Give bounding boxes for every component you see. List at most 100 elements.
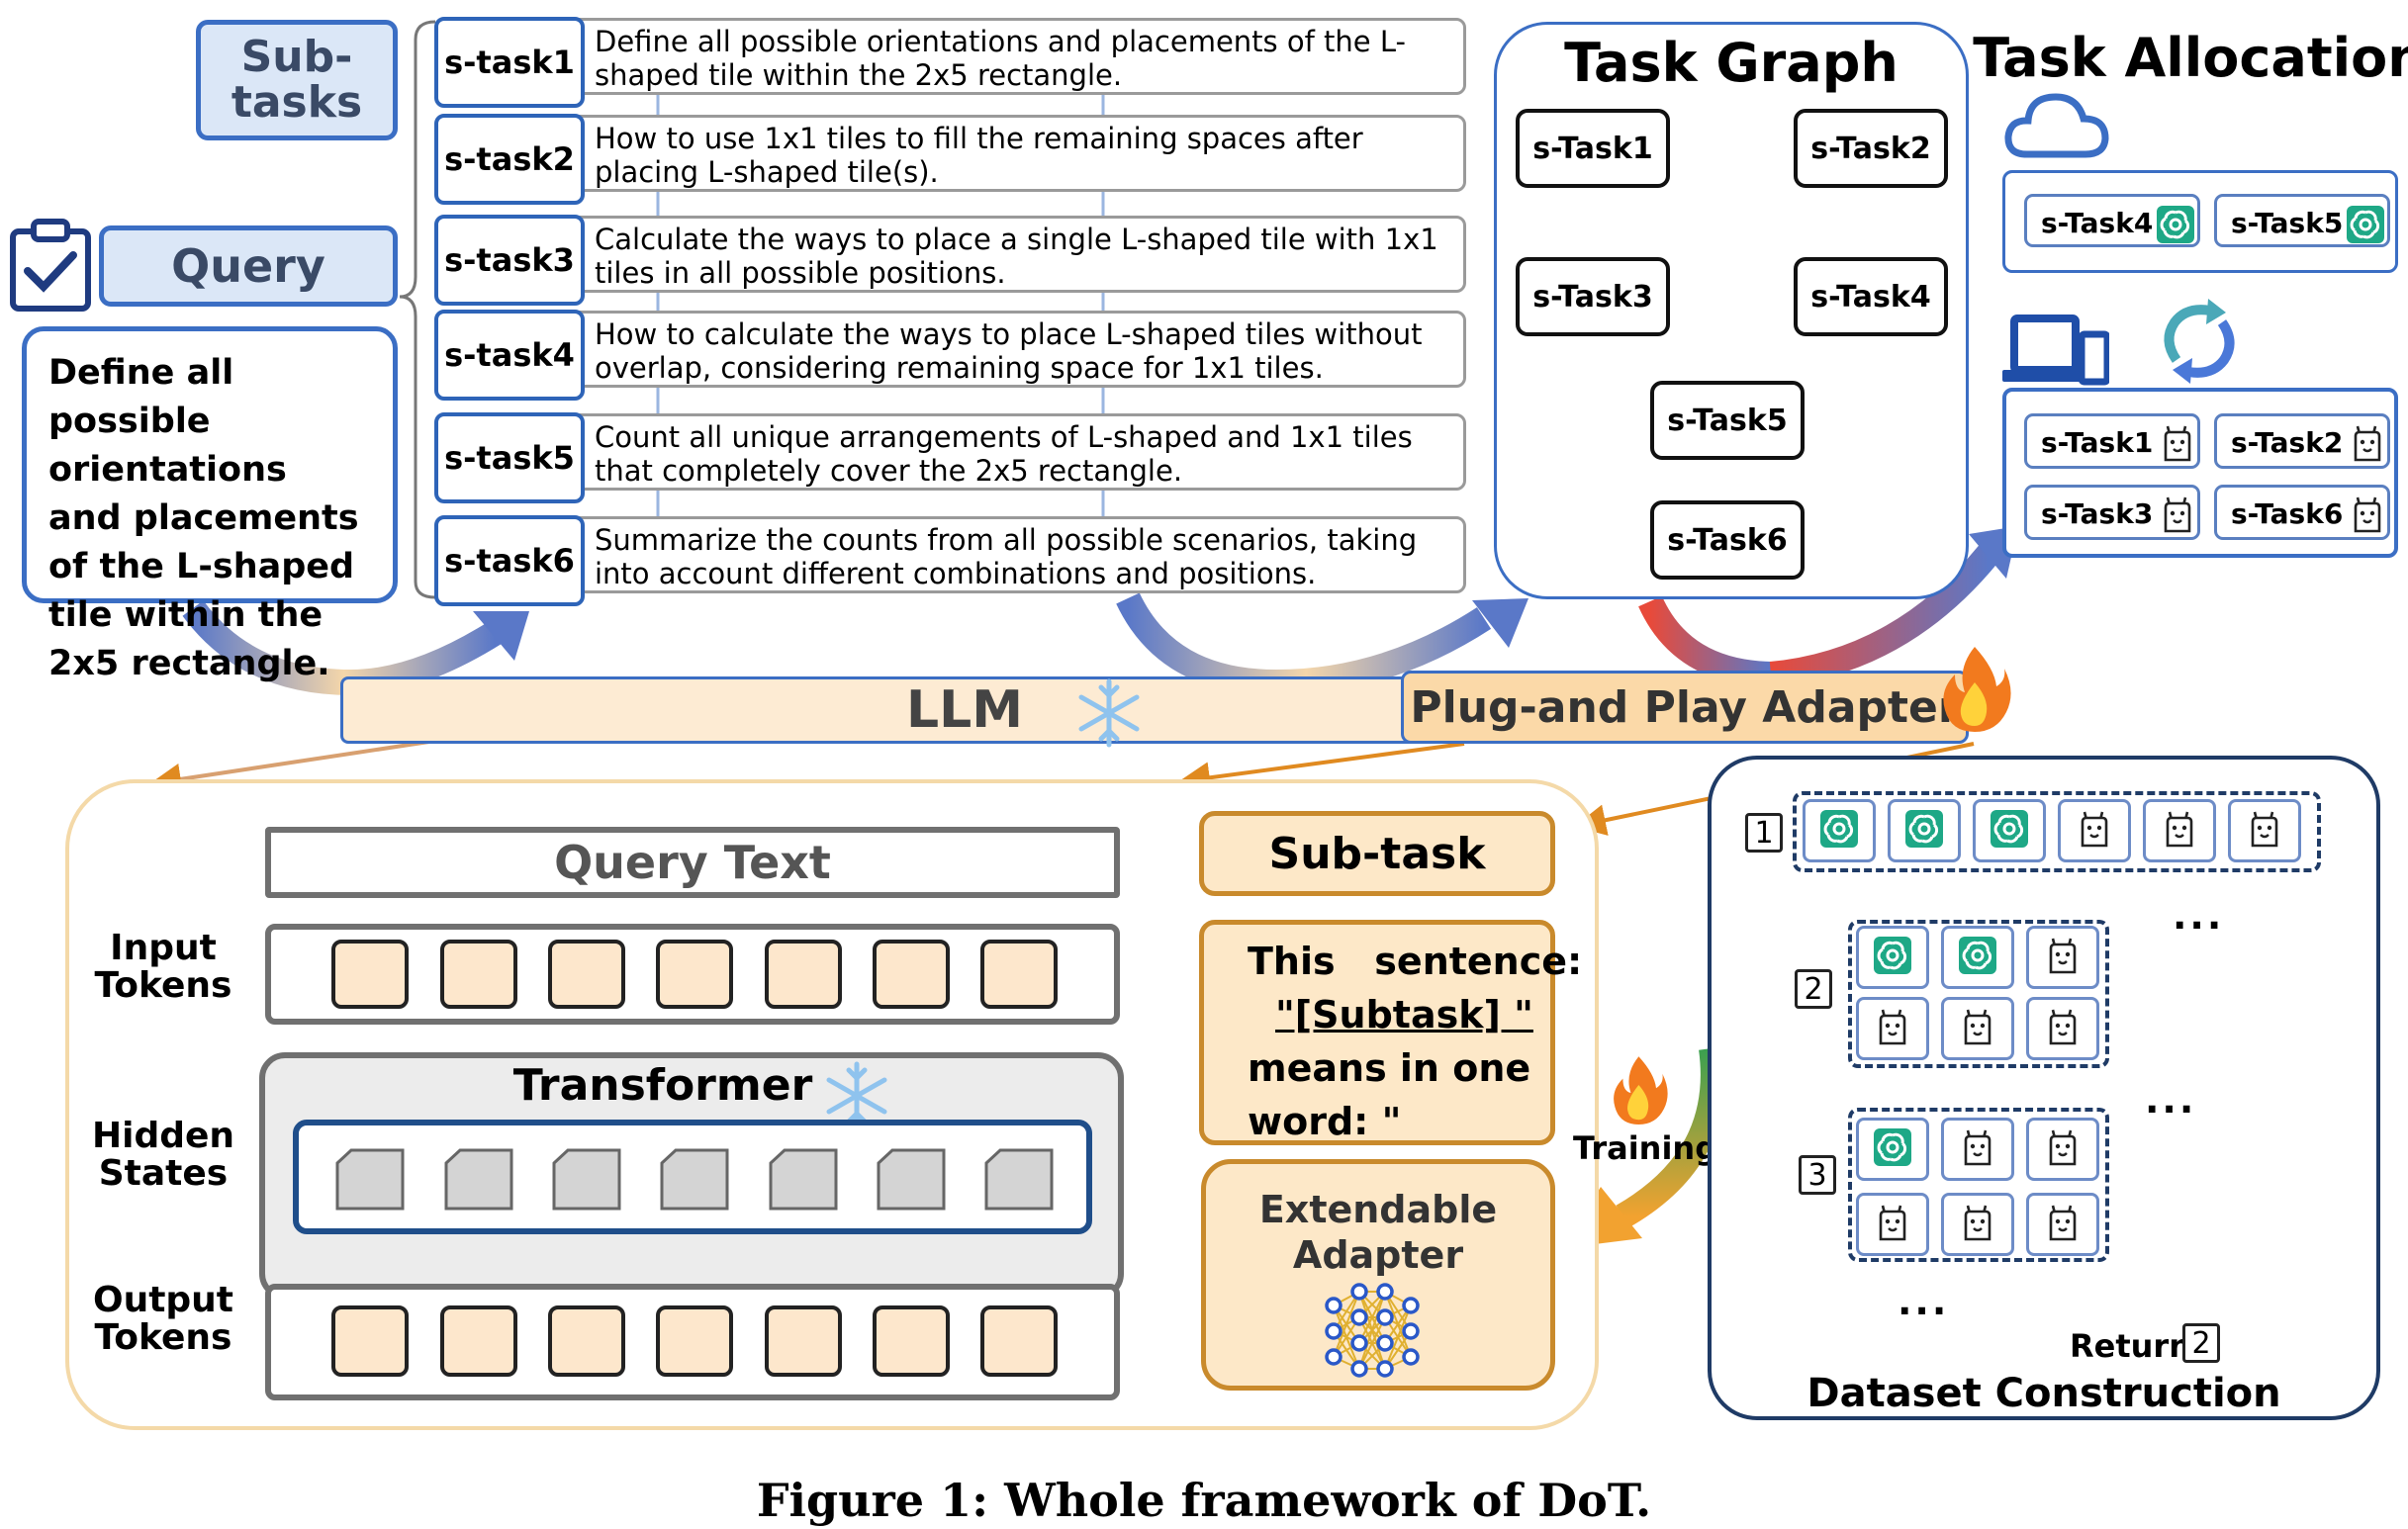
local-model-cell (1941, 1118, 2014, 1181)
dataset-ellipsis: ... (2145, 1078, 2197, 1122)
return-step-box: 2 (2182, 1323, 2220, 1363)
return-label: Return (2070, 1327, 2191, 1365)
openai-logo-icon (2346, 205, 2385, 251)
input-token (548, 940, 625, 1009)
dataset-ellipsis: ... (1898, 1280, 1950, 1323)
local-model-cell (1941, 1193, 2014, 1256)
openai-logo-icon (1873, 936, 1912, 979)
transformer-label: Transformer (512, 1059, 813, 1111)
output-token (440, 1305, 517, 1377)
cloud-model-cell (1803, 799, 1876, 862)
openai-logo-icon (2156, 205, 2195, 251)
subtasks-header: Sub- tasks (196, 20, 398, 140)
llama-icon (1873, 1202, 1912, 1247)
prompt-line-1: This sentence: (1248, 940, 1583, 983)
local-model-cell (2143, 799, 2216, 862)
subtask-text: How to calculate the ways to place L-sha… (595, 317, 1423, 385)
cloud-chip-s-task5: s-Task5 (2214, 194, 2390, 247)
hidden-state (331, 1147, 409, 1213)
neural-network-icon (1320, 1282, 1435, 1385)
llama-icon (1958, 1006, 1997, 1051)
openai-logo-icon (1958, 936, 1997, 979)
dataset-ellipsis: ... (2173, 894, 2225, 938)
input-token (440, 940, 517, 1009)
llama-icon (1958, 1126, 1997, 1172)
hidden-state (980, 1147, 1058, 1213)
llama-icon (2158, 422, 2197, 471)
subtask-label: s-task3 (434, 215, 585, 306)
cloud-model-cell (1973, 799, 2046, 862)
output-token (980, 1305, 1058, 1377)
llm-label: LLM (905, 680, 1023, 740)
subtask-label: s-task4 (434, 310, 585, 401)
clipboard-check-icon (8, 218, 93, 312)
prompt-template-box: This sentence: "[Subtask] " means in one… (1199, 920, 1583, 1145)
hidden-state (765, 1147, 842, 1213)
input-token (656, 940, 733, 1009)
dataset-step-number: 1 (1745, 813, 1783, 853)
openai-logo-icon (1819, 809, 1859, 853)
local-model-cell (2026, 1118, 2099, 1181)
subtask-text: Summarize the counts from all possible s… (595, 523, 1418, 590)
local-model-cell (2026, 926, 2099, 989)
hidden-state (873, 1147, 950, 1213)
llama-icon (2245, 808, 2284, 854)
input-token (765, 940, 842, 1009)
subtask-text: Define all possible orientations and pla… (595, 25, 1406, 92)
subtask-label: s-task6 (434, 515, 585, 606)
openai-logo-icon (1873, 1127, 1912, 1171)
output-token (873, 1305, 950, 1377)
cloud-icon (2002, 87, 2111, 162)
hidden-state (656, 1147, 733, 1213)
llama-icon (2043, 935, 2083, 980)
cloud-model-cell (1888, 799, 1961, 862)
subtask-text: Calculate the ways to place a single L-s… (595, 223, 1438, 290)
prompt-line-3: means in one (1248, 1046, 1531, 1090)
local-model-cell (1856, 997, 1929, 1060)
local-chip: s-Task6 (2214, 485, 2390, 540)
cloud-model-cell (1941, 926, 2014, 989)
local-chip: s-Task1 (2024, 413, 2200, 469)
flame-icon (1937, 643, 2012, 738)
dataset-step-number: 2 (1795, 969, 1832, 1009)
llama-icon (2043, 1126, 2083, 1172)
query-text-box: Define all possible orientations and pla… (22, 326, 398, 683)
training-label: Training (1573, 1129, 1718, 1167)
output-token (331, 1305, 409, 1377)
llama-icon (2075, 808, 2114, 854)
query-text-box-lower: Query Text (265, 827, 1120, 898)
task-allocation-title: Task Allocation (1973, 26, 2408, 89)
openai-logo-icon (1990, 809, 2029, 853)
dataset-sample-group (1848, 1108, 2109, 1262)
local-model-cell (2026, 997, 2099, 1060)
graph-node-s-task1: s-Task1 (1516, 109, 1670, 188)
llama-icon (2043, 1202, 2083, 1247)
llama-icon (2348, 422, 2387, 471)
hidden-states-label: Hidden States (91, 1116, 235, 1194)
input-tokens-label: Input Tokens (94, 928, 232, 1006)
cloud-model-cell (1856, 1118, 1929, 1181)
llama-icon (2348, 494, 2387, 542)
subtask-text: Count all unique arrangements of L-shape… (595, 420, 1413, 488)
input-token (980, 940, 1058, 1009)
graph-node-s-task5: s-Task5 (1650, 381, 1805, 460)
laptop-phone-icon (2000, 311, 2111, 386)
subtask-label: s-task1 (434, 17, 585, 108)
local-model-cell (2228, 799, 2301, 862)
dataset-sample-group (1793, 791, 2321, 872)
plug-and-play-adapter: Plug-and Play Adapter (1401, 671, 1969, 744)
output-token (765, 1305, 842, 1377)
local-model-cell (1856, 1193, 1929, 1256)
dataset-sample-group (1848, 920, 2109, 1068)
cloud-chip-s-task4: s-Task4 (2024, 194, 2200, 247)
sync-arrows-icon (2155, 297, 2244, 386)
output-tokens-label: Output Tokens (92, 1280, 234, 1358)
subtask-box: Sub-task (1199, 811, 1555, 896)
extendable-adapter-label: Extendable Adapter (1258, 1188, 1498, 1277)
graph-node-s-task2: s-Task2 (1794, 109, 1948, 188)
